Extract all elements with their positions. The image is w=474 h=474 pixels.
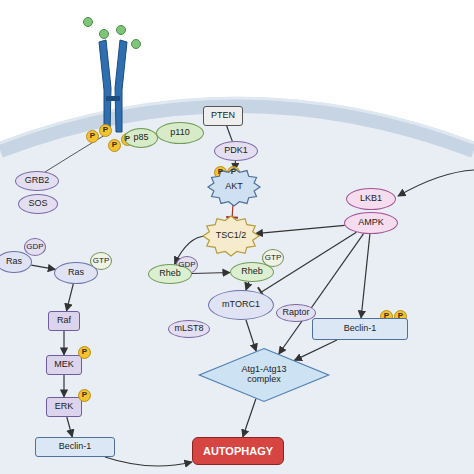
node-label: P (112, 141, 117, 150)
protein-ellipse: LKB1 (346, 188, 396, 210)
ligand (117, 26, 126, 35)
node-label: P (82, 391, 87, 400)
marker-circle: P (99, 124, 112, 137)
arrow-connector (227, 126, 233, 141)
complex-diamond: Atg1-Atg13 complex (198, 348, 330, 402)
node-label: GRB2 (25, 176, 50, 186)
marker-circle: GDP (24, 238, 46, 256)
arrow-connector (105, 457, 192, 466)
arrow-connector (361, 234, 370, 318)
node-label: PTEN (211, 111, 235, 121)
node-label: P (218, 168, 223, 177)
node-label: AUTOPHAGY (203, 445, 273, 457)
node-label: TSC1/2 (216, 231, 247, 241)
marker-circle: P (78, 389, 91, 402)
star-outline (203, 216, 259, 256)
arrow-connector (192, 273, 230, 274)
node-label: GDP (26, 243, 43, 252)
arrow-connector (294, 340, 337, 360)
arrow-connector (255, 225, 344, 233)
arrow-connector (63, 375, 64, 397)
arrow-connector (246, 282, 249, 290)
node-label: P (103, 126, 108, 135)
receptor-arm (115, 40, 127, 132)
protein-ellipse: Rheb (230, 262, 274, 282)
receptor-arm (99, 40, 111, 132)
node-label: MEK (54, 360, 74, 370)
protein-star: TSC1/2 (203, 216, 259, 256)
arrow-connector (63, 331, 64, 355)
node-label: mLST8 (174, 324, 203, 334)
node-label: P (231, 168, 236, 177)
process-box: Raf (48, 311, 80, 331)
node-label: Atg1-Atg13 complex (228, 365, 300, 385)
node-label: AKT (225, 182, 243, 192)
marker-circle: P (108, 139, 121, 152)
node-label: ERK (55, 402, 74, 412)
protein-ellipse: GRB2 (15, 171, 59, 191)
node-label: PDK1 (224, 146, 248, 156)
upstream-arrow (398, 170, 474, 196)
membrane-edge (0, 98, 474, 143)
arrow-connector (246, 320, 256, 351)
process-box: MEK (46, 355, 82, 375)
ligand (132, 40, 141, 49)
node-label: GTP (93, 257, 109, 266)
marker-circle: P (86, 130, 99, 143)
node-label: P (90, 132, 95, 141)
receptor-link (106, 96, 120, 101)
inhibition-connector (260, 232, 356, 293)
protein-ellipse: mTORC1 (208, 290, 274, 320)
protein-ellipse: AMPK (344, 212, 398, 234)
arrow-connector (67, 284, 74, 311)
marker-circle: P (78, 346, 91, 359)
protein-ellipse: mLST8 (168, 320, 210, 338)
node-label: P (82, 348, 87, 357)
process-box: Beclin-1 (35, 437, 115, 457)
node-label: Rheb (241, 267, 263, 277)
node-label: p85 (133, 133, 148, 143)
node-label: Rheb (159, 269, 181, 279)
process-box: AUTOPHAGY (192, 437, 284, 465)
node-label: mTORC1 (222, 300, 260, 310)
node-label: Ras (6, 257, 22, 267)
protein-ellipse: Raptor (276, 304, 316, 322)
process-box: ERK (46, 397, 82, 417)
node-label: GDP (178, 261, 195, 270)
node-label: Raf (57, 316, 71, 326)
node-label: Ras (68, 268, 84, 278)
node-label: P (398, 312, 403, 321)
node-label: Raptor (282, 308, 309, 318)
node-label: P (384, 312, 389, 321)
cytoplasm (0, 105, 474, 474)
arrow-connector (31, 265, 55, 269)
ligand (100, 30, 109, 39)
ligand (84, 18, 93, 27)
node-label: AMPK (358, 218, 384, 228)
protein-ellipse: Ras (54, 262, 98, 284)
protein-ellipse: Ras (0, 251, 32, 273)
node-label: p110 (170, 128, 189, 138)
node-label: Beclin-1 (59, 442, 92, 452)
node-label: LKB1 (360, 194, 382, 204)
node-label: GTP (265, 254, 281, 263)
adapter-line (45, 132, 110, 172)
diamond-outline (199, 349, 328, 402)
node-label: SOS (28, 199, 47, 209)
process-box: PTEN (203, 106, 243, 126)
arrow-connector (243, 399, 256, 437)
node-label: P (125, 135, 130, 144)
star-outline (208, 168, 260, 206)
protein-ellipse: SOS (18, 194, 58, 214)
process-box: Beclin-1 (312, 318, 408, 340)
protein-ellipse: PDK1 (214, 141, 258, 161)
arrow-connector (67, 417, 73, 437)
protein-ellipse: p110 (156, 122, 204, 144)
node-label: Beclin-1 (344, 324, 377, 334)
